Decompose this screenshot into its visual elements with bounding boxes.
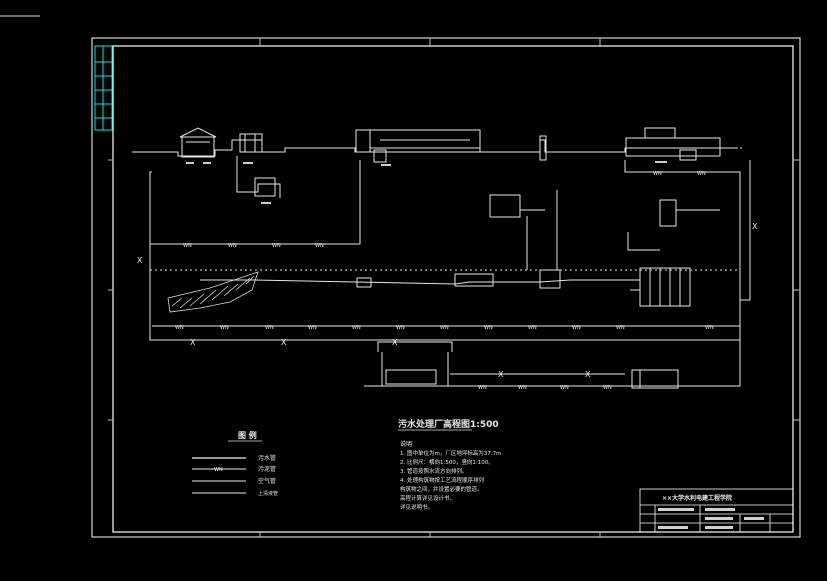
svg-text:X: X (585, 370, 591, 379)
svg-text:X: X (190, 338, 196, 347)
lower-water-line (150, 194, 740, 307)
upper-structures (179, 127, 721, 198)
svg-text:WN: WN (183, 243, 192, 249)
inner-frame (112, 45, 794, 533)
svg-text:WN: WN (440, 325, 449, 331)
svg-text:构筑物之间，并设置必要的管道。: 构筑物之间，并设置必要的管道。 (400, 485, 483, 493)
notes: 说明 1. 图中单位为m，厂区地坪标高为37.7m 2. 比例尺：横向1:500… (400, 440, 501, 511)
svg-text:WN: WN (603, 385, 612, 391)
svg-text:说明: 说明 (400, 440, 412, 448)
pipe-marks: WN WN WN WN WN WN WN WN WN WN WN WN WN W… (175, 171, 714, 391)
legend: 图 例 污水管 WN 污泥管 空气管 上清液管 (192, 430, 278, 497)
svg-text:X: X (137, 256, 143, 265)
svg-text:3. 管道按照水流方向排列。: 3. 管道按照水流方向排列。 (400, 467, 468, 475)
title-block (639, 488, 794, 533)
svg-text:WN: WN (560, 385, 569, 391)
svg-text:X: X (498, 370, 504, 379)
svg-text:WN: WN (352, 325, 361, 331)
legend-item-supernatant: 上清液管 (258, 490, 278, 497)
svg-text:WN: WN (265, 325, 274, 331)
legend-item-sludge: 污泥管 (258, 465, 276, 473)
svg-text:WN: WN (616, 325, 625, 331)
svg-text:WN: WN (396, 325, 405, 331)
outer-frame (91, 37, 801, 538)
svg-text:WN: WN (705, 325, 714, 331)
dewatering-house (364, 341, 679, 389)
sludge-pipes (149, 160, 751, 387)
svg-text:WN: WN (484, 325, 493, 331)
svg-text:WN: WN (518, 385, 527, 391)
embankment (167, 271, 259, 313)
water-elevation-line (132, 139, 742, 157)
svg-text:WN: WN (653, 171, 662, 177)
svg-text:WN: WN (272, 243, 281, 249)
svg-text:4. 处理构筑物按工艺流程顺序排列: 4. 处理构筑物按工艺流程顺序排列 (400, 476, 484, 484)
svg-text:X: X (281, 338, 287, 347)
legend-item-air: 空气管 (258, 477, 276, 485)
svg-text:WN: WN (528, 325, 537, 331)
svg-text:WN: WN (572, 325, 581, 331)
frame-ticks (108, 38, 800, 537)
svg-text:WN: WN (478, 385, 487, 391)
svg-text:X: X (752, 222, 758, 231)
svg-text:WN: WN (315, 243, 324, 249)
revision-table (94, 45, 113, 131)
school-name: ××大学水利电建工程学院 (662, 494, 732, 502)
svg-text:1. 图中单位为m，厂区地坪标高为37.7m: 1. 图中单位为m，厂区地坪标高为37.7m (400, 449, 501, 457)
title-block-fields (658, 508, 764, 529)
svg-text:详见说明书。: 详见说明书。 (400, 503, 433, 511)
legend-heading: 图 例 (238, 430, 257, 440)
svg-text:WN: WN (220, 325, 229, 331)
drawing-title: 污水处理厂高程图1:500 (398, 418, 499, 430)
svg-text:高程计算详见设计书，: 高程计算详见设计书， (400, 494, 455, 502)
structure-labels (186, 161, 667, 204)
svg-text:WN: WN (228, 243, 237, 249)
svg-text:WN: WN (308, 325, 317, 331)
svg-text:WN: WN (214, 467, 223, 473)
legend-item-sewage: 污水管 (258, 454, 276, 462)
svg-text:WN: WN (175, 325, 184, 331)
svg-text:WN: WN (697, 171, 706, 177)
svg-text:2. 比例尺：横向1:500，竖向1:100。: 2. 比例尺：横向1:500，竖向1:100。 (400, 458, 494, 466)
